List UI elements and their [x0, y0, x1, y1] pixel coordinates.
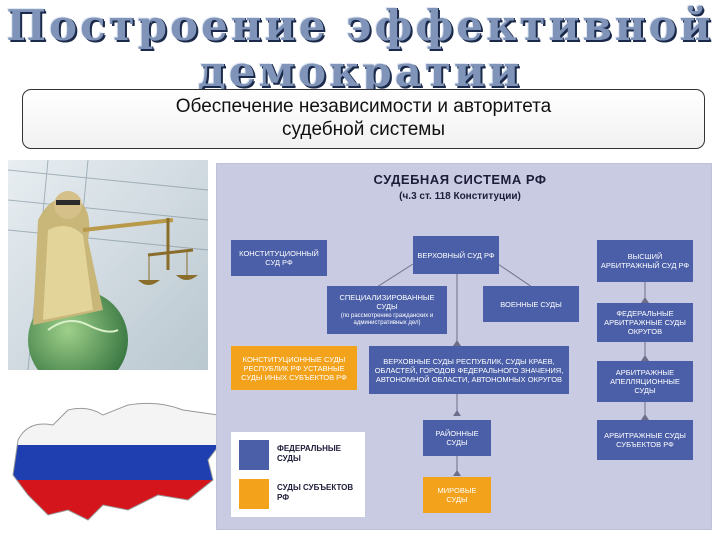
- title-line-1: Построение эффективной: [6, 1, 714, 50]
- node-label: ВОЕННЫЕ СУДЫ: [500, 299, 562, 309]
- node-supreme-court: ВЕРХОВНЫЙ СУД РФ: [413, 236, 499, 274]
- node-arbitration-subject-courts: АРБИТРАЖНЫЕ СУДЫ СУБЪЕКТОВ РФ: [597, 420, 693, 460]
- node-constitutional-subject-courts: КОНСТИТУЦИОННЫЕ СУДЫ РЕСПУБЛИК РФ УСТАВН…: [231, 346, 357, 390]
- diagram-subtitle: (ч.3 ст. 118 Конституции): [399, 191, 521, 202]
- node-note: (по рассмотрению гражданских и администр…: [340, 313, 434, 326]
- legend-label-federal: ФЕДЕРАЛЬНЫЕ СУДЫ: [277, 444, 342, 463]
- title-line-2: демократии: [197, 47, 523, 96]
- themis-illustration: [8, 160, 208, 370]
- node-label: КОНСТИТУЦИОННЫЕ СУДЫ РЕСПУБЛИК РФ УСТАВН…: [241, 354, 347, 382]
- node-label: АРБИТРАЖНЫЕ СУДЫ СУБЪЕКТОВ РФ: [604, 431, 686, 449]
- legend-swatch-federal: [239, 440, 269, 470]
- judicial-system-diagram: СУДЕБНАЯ СИСТЕМА РФ (ч.3 ст. 118 Констит…: [216, 163, 712, 530]
- node-label: ВЕРХОВНЫЕ СУДЫ РЕСПУБЛИК, СУДЫ КРАЕВ, ОБ…: [374, 356, 564, 384]
- arrow-magistrate: [453, 470, 461, 476]
- subtitle-line-1: Обеспечение независимости и авторитета: [175, 96, 552, 117]
- node-federal-arbitration-district: ФЕДЕРАЛЬНЫЕ АРБИТРАЖНЫЕ СУДЫ ОКРУГОВ: [597, 303, 693, 342]
- russia-flag-map-illustration: [8, 370, 228, 530]
- subtitle-line-2: судебной системы: [281, 119, 446, 140]
- arrow-arb-1: [641, 297, 649, 303]
- node-label: ВЫСШИЙ АРБИТРАЖНЫЙ СУД РФ: [600, 252, 690, 270]
- subtitle: Обеспечение независимости и авторитета с…: [23, 95, 704, 141]
- node-arbitration-appeal-courts: АРБИТРАЖНЫЕ АПЕЛЛЯЦИОННЫЕ СУДЫ: [597, 361, 693, 402]
- diagram-title: СУДЕБНАЯ СИСТЕМА РФ: [373, 172, 547, 187]
- arrow-district: [453, 410, 461, 416]
- arrow-arb-2: [641, 355, 649, 361]
- subtitle-box: Обеспечение независимости и авторитета с…: [22, 89, 705, 149]
- connector-supreme-military: [497, 263, 533, 288]
- node-label: ВЕРХОВНЫЙ СУД РФ: [417, 250, 495, 260]
- node-label: СПЕЦИАЛИЗИРОВАННЫЕ СУДЫ: [339, 293, 435, 311]
- node-higher-arbitration-court: ВЫСШИЙ АРБИТРАЖНЫЙ СУД РФ: [597, 240, 693, 282]
- node-label: МИРОВЫЕ СУДЫ: [437, 486, 477, 504]
- node-military-courts: ВОЕННЫЕ СУДЫ: [483, 286, 579, 322]
- legend-label-subjects: СУДЫ СУБЪЕКТОВ РФ: [277, 483, 354, 502]
- arrow-arb-3: [641, 414, 649, 420]
- node-regional-supreme-courts: ВЕРХОВНЫЕ СУДЫ РЕСПУБЛИК, СУДЫ КРАЕВ, ОБ…: [369, 346, 569, 394]
- node-label: РАЙОННЫЕ СУДЫ: [435, 429, 479, 447]
- node-constitutional-court: КОНСТИТУЦИОННЫЙ СУД РФ: [231, 240, 327, 276]
- legend: ФЕДЕРАЛЬНЫЕ СУДЫ СУДЫ СУБЪЕКТОВ РФ: [231, 432, 365, 517]
- node-specialized-courts: СПЕЦИАЛИЗИРОВАННЫЕ СУДЫ (по рассмотрению…: [327, 286, 447, 334]
- node-label: АРБИТРАЖНЫЕ АПЕЛЛЯЦИОННЫЕ СУДЫ: [610, 368, 680, 395]
- node-label: ФЕДЕРАЛЬНЫЕ АРБИТРАЖНЫЕ СУДЫ ОКРУГОВ: [604, 309, 686, 336]
- node-district-courts: РАЙОННЫЕ СУДЫ: [423, 420, 491, 456]
- node-magistrate-courts: МИРОВЫЕ СУДЫ: [423, 477, 491, 513]
- diagram-connectors: [376, 263, 649, 476]
- arrow-regional: [453, 340, 461, 346]
- connector-supreme-specialized: [376, 263, 414, 288]
- node-label: КОНСТИТУЦИОННЫЙ СУД РФ: [239, 249, 319, 267]
- legend-swatch-subjects: [239, 479, 269, 509]
